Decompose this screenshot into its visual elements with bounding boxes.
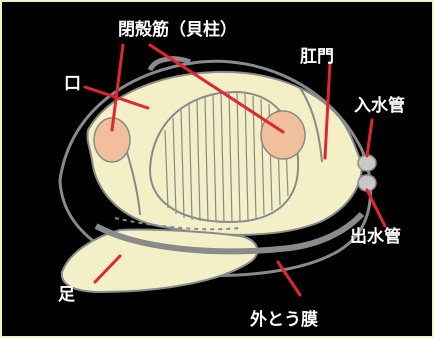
label-anus: 肛門 bbox=[300, 47, 334, 67]
label-inhalant-siphon: 入水管 bbox=[354, 96, 405, 116]
adductor-muscle-organ bbox=[261, 111, 305, 159]
label-mantle: 外とう膜 bbox=[250, 310, 318, 330]
pointer-inhalant-siphon bbox=[367, 120, 372, 156]
label-foot: 足 bbox=[58, 285, 75, 305]
label-exhalant-siphon: 出水管 bbox=[350, 227, 401, 247]
label-mouth: 口 bbox=[64, 74, 81, 94]
label-adductor-muscle: 閉殻筋（貝柱） bbox=[118, 20, 237, 40]
